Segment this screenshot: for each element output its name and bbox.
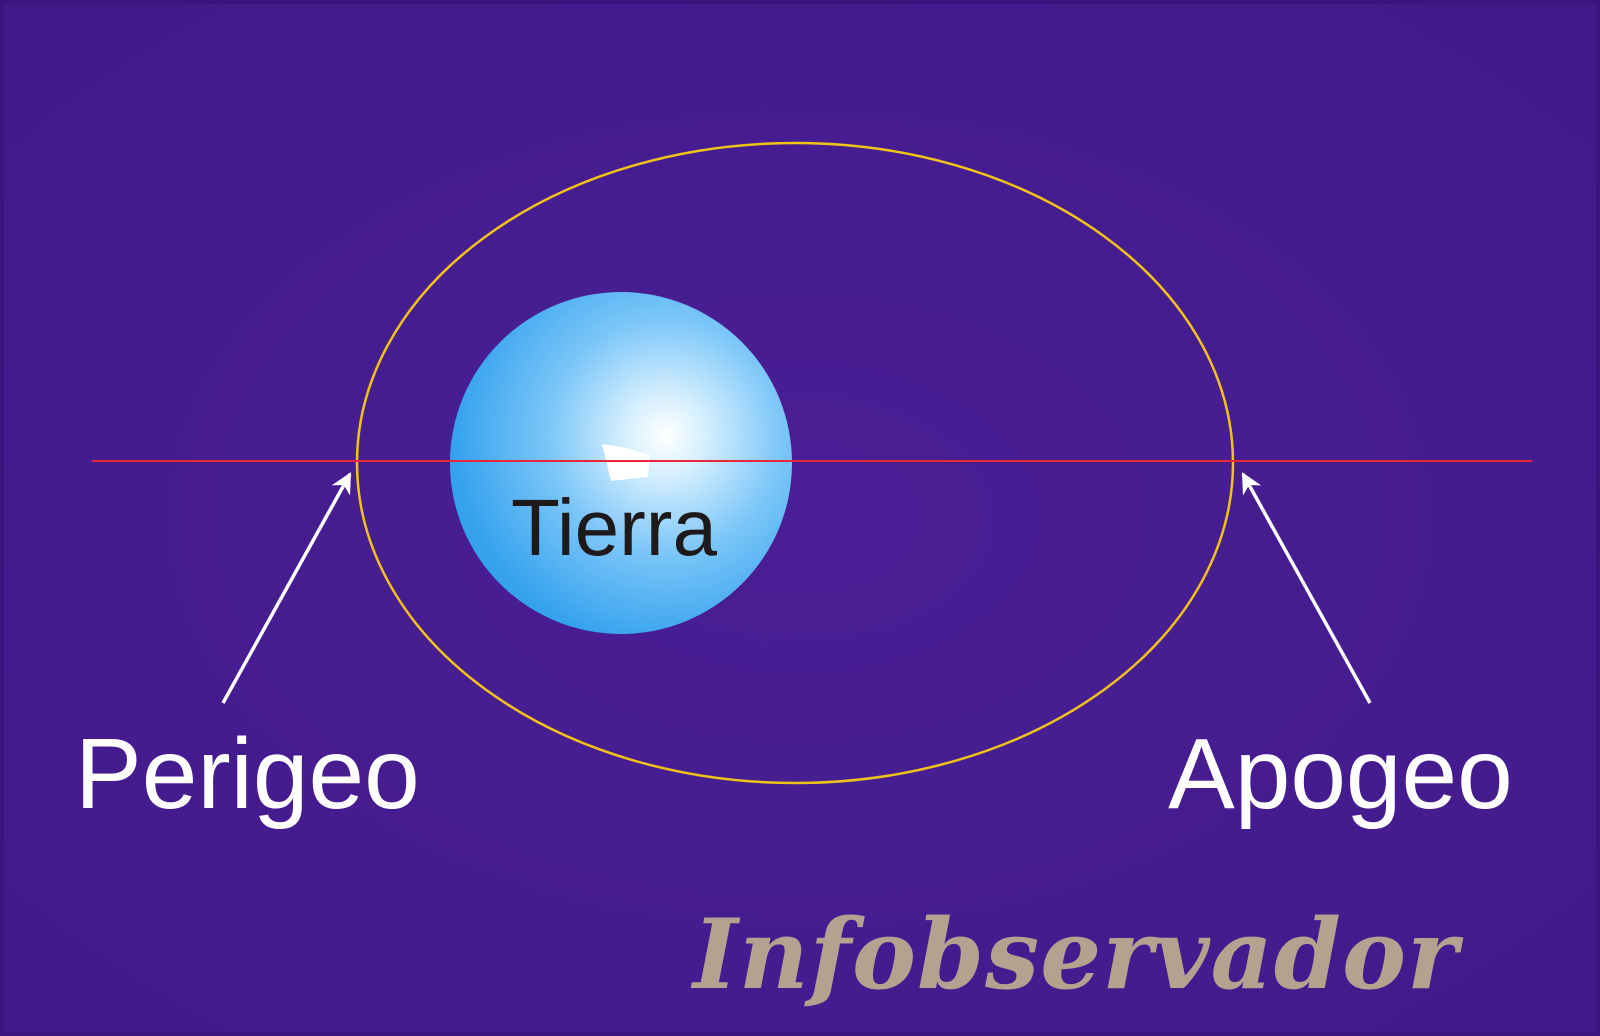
perigee-arrow [221, 472, 352, 704]
watermark-logo: Infobservador [693, 898, 1459, 1011]
orbit-ellipse [355, 141, 1235, 785]
apogee-label: Apogeo [1168, 718, 1513, 830]
perigee-label: Perigeo [75, 718, 420, 830]
earth-highlight-patch [602, 444, 650, 481]
earth-label: Tierra [511, 483, 717, 572]
apogee-arrow [1241, 472, 1372, 704]
